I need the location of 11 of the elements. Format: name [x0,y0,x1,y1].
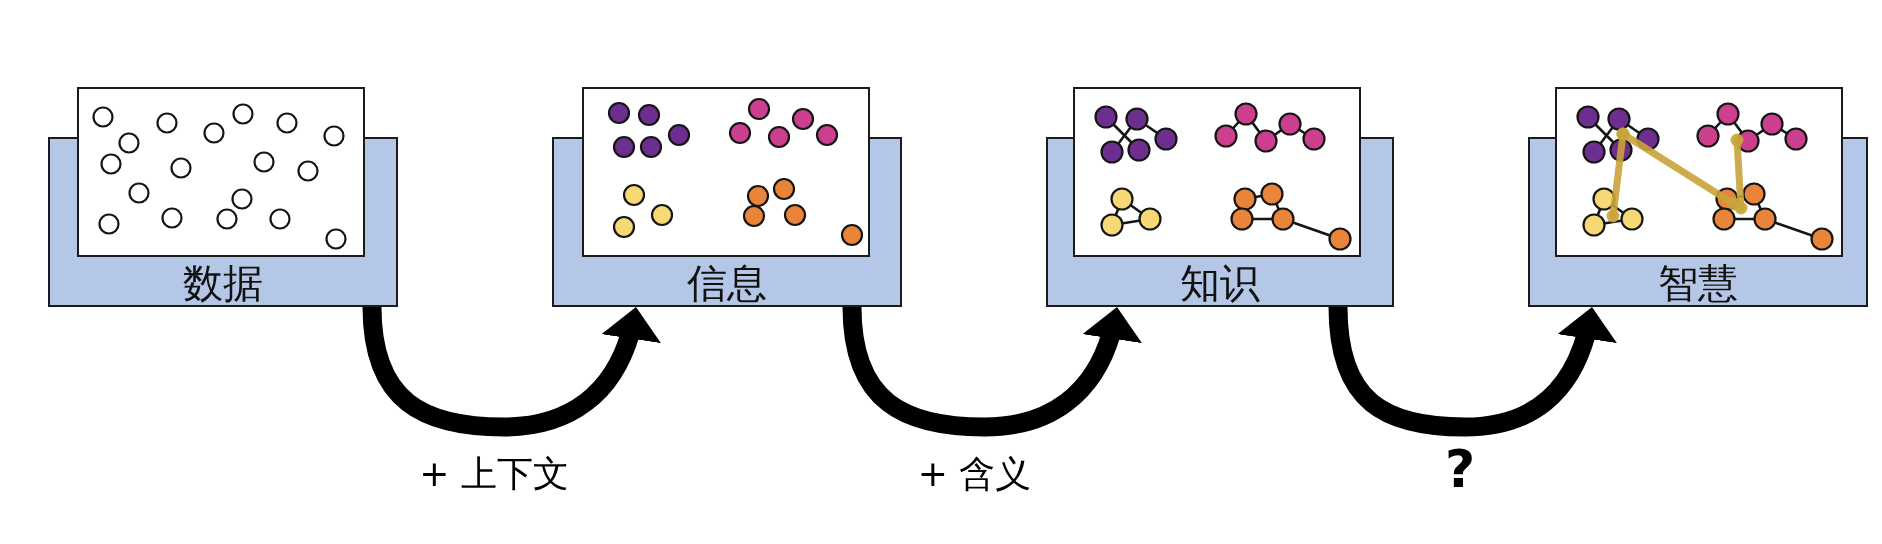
curved-arrow [1328,305,1616,437]
stage-panel [48,87,398,307]
stage-panel [552,87,902,307]
stage-label: 数据 [183,263,263,303]
curved-arrow [842,305,1141,437]
stage-label: 信息 [687,263,767,303]
curved-arrow [362,305,660,437]
stage-panel [1046,87,1394,307]
stage-label: 智慧 [1658,263,1738,303]
stage-panel [1528,87,1868,307]
stage-label: 知识 [1180,263,1260,303]
